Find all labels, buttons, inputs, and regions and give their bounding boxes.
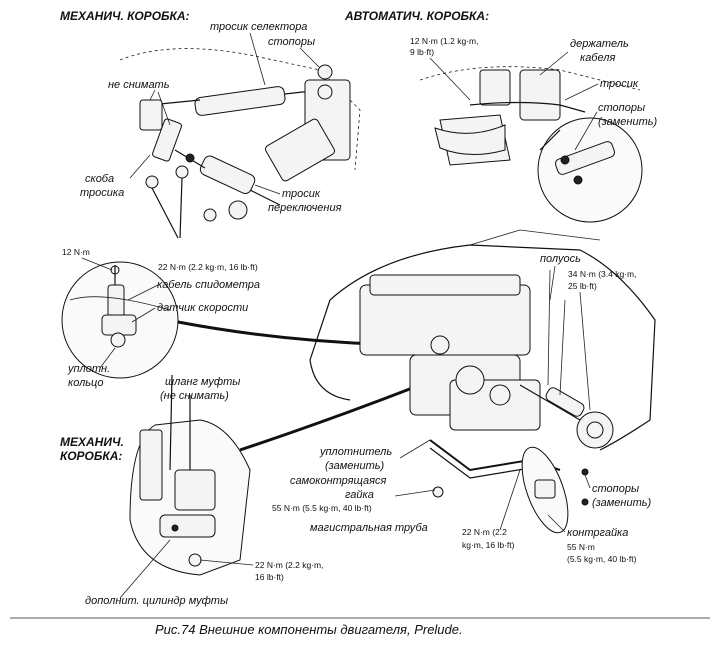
label-clutch-hose-1: шланг муфты [165, 376, 240, 388]
leader-lines [81, 32, 599, 599]
torque-t2: 12 N·m [62, 247, 90, 257]
label-seal-ring-1: уплотн. [67, 363, 110, 375]
figure-caption: Рис.74 Внешние компоненты двигателя, Pre… [155, 622, 463, 637]
label-cable-bracket-1: скоба [85, 173, 114, 185]
label-locknut: контргайка [567, 527, 628, 539]
engine-bay-illustration [309, 229, 656, 534]
label-do-not-remove: не снимать [108, 79, 170, 91]
header-manual-bottom-2: КОРОБКА: [60, 449, 122, 463]
label-stoppers-replace-2: (заменить) [598, 116, 658, 128]
label-selflock-nut-1: самоконтрящаяся [290, 475, 387, 487]
automatic-cable-holder-assembly [419, 66, 643, 223]
torque-t6-2: kg·m, 16 lb·ft) [462, 540, 515, 550]
label-selflock-nut-2: гайка [345, 489, 374, 501]
torque-t8-2: 16 lb·ft) [255, 572, 284, 582]
speedometer-sensor-detail [61, 261, 431, 379]
torque-t4-2: 25 lb·ft) [568, 281, 597, 291]
label-halfshaft: полуось [540, 253, 581, 265]
torque-t5: 55 N·m (5.5 kg·m, 40 lb·ft) [272, 503, 372, 513]
label-cable-bracket-2: тросика [80, 187, 124, 199]
torque-t6-1: 22 N·m (2.2 [462, 527, 507, 537]
label-shift-cable-1: тросик [282, 188, 321, 200]
label-slave-cylinder: дополнит. цилиндр муфты [85, 595, 228, 607]
label-stoppers-replace-b2: (заменить) [592, 497, 652, 509]
label-seal-ring-2: кольцо [68, 377, 103, 389]
label-clutch-hose-2: (не снимать) [160, 390, 229, 402]
torque-t1-2: 9 lb·ft) [410, 47, 434, 57]
clutch-slave-cylinder-detail [129, 374, 421, 576]
label-cable-holder-2: кабеля [580, 52, 615, 64]
header-manual-bottom-1: МЕХАНИЧ. [60, 435, 124, 449]
label-speedo-cable: кабель спидометра [157, 279, 260, 291]
torque-t7-1: 55 N·m [567, 542, 595, 552]
torque-t7-2: (5.5 kg·m, 40 lb·ft) [567, 554, 637, 564]
header-automatic-top: АВТОМАТИЧ. КОРОБКА: [344, 9, 489, 23]
manual-shift-cable-assembly [119, 48, 361, 239]
label-main-pipe: магистральная труба [310, 522, 428, 534]
label-seal-2: (заменить) [325, 460, 385, 472]
label-seal-1: уплотнитель [319, 446, 392, 458]
torque-t3: 22 N·m (2.2 kg·m, 16 lb·ft) [158, 262, 258, 272]
label-speed-sensor: датчик скорости [157, 302, 248, 314]
label-shift-cable-2: переключения [268, 202, 342, 214]
label-cable-holder-1: держатель [570, 38, 629, 50]
torque-t4-1: 34 N·m (3.4 kg·m, [568, 269, 637, 279]
torque-t1-1: 12 N·m (1.2 kg·m, [410, 36, 479, 46]
label-stoppers-replace-1: стопоры [598, 102, 645, 114]
torque-t8-1: 22 N·m (2.2 kg·m, [255, 560, 324, 570]
label-cable: тросик [600, 78, 639, 90]
header-manual-top: МЕХАНИЧ. КОРОБКА: [60, 9, 190, 23]
label-selector-cable: тросик селектора [210, 21, 307, 33]
label-stoppers: стопоры [268, 36, 315, 48]
label-stoppers-replace-b1: стопоры [592, 483, 639, 495]
